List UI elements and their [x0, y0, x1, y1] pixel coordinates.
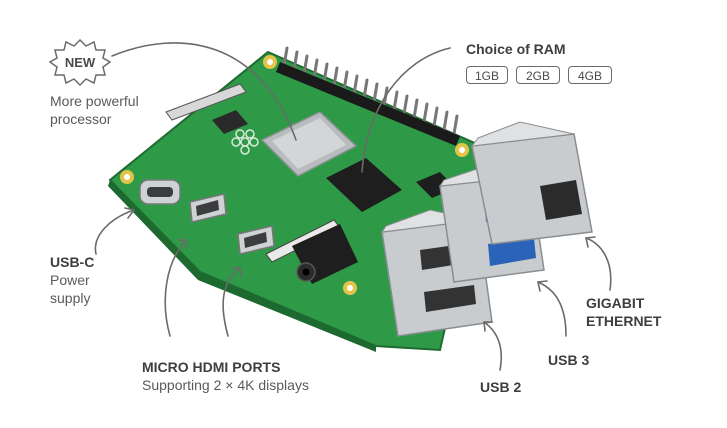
- micro-hdmi-port-1: [189, 193, 227, 223]
- raspberry-logo: [231, 129, 259, 155]
- hdmi-title: MICRO HDMI PORTS: [142, 359, 281, 375]
- processor-chip: [260, 111, 358, 177]
- callout-hdmi-2: [222, 267, 241, 337]
- new-badge-starburst: [48, 38, 112, 87]
- usbc-line-2: supply: [50, 290, 91, 306]
- callout-ethernet: [585, 237, 612, 291]
- processor-label-line-2: processor: [50, 111, 112, 127]
- hdmi-subtitle: Supporting 2 × 4K displays: [142, 377, 309, 393]
- callout-usb3: [537, 281, 567, 337]
- ram-option-2gb: 2GB: [516, 66, 560, 84]
- micro-hdmi-port-2: [237, 225, 275, 255]
- arrowhead: [585, 236, 596, 248]
- arrowhead: [483, 321, 493, 332]
- processor-label-line-1: More powerful: [50, 93, 139, 109]
- ethernet-port: [470, 121, 593, 245]
- arrowhead: [231, 267, 242, 277]
- ram-option-4gb: 4GB: [568, 66, 612, 84]
- arrowhead: [177, 239, 187, 249]
- usb3-label: USB 3: [548, 352, 590, 368]
- ram-chip: [326, 158, 402, 212]
- callout-lines: [94, 42, 612, 371]
- callout-processor: [111, 42, 297, 141]
- callout-usbc: [94, 209, 135, 255]
- callout-hdmi-1: [164, 239, 187, 337]
- audio-jack: [292, 224, 358, 284]
- display-connector: [165, 83, 247, 121]
- arrowhead: [537, 280, 548, 292]
- gpio-header: [282, 46, 459, 136]
- callout-arrowheads: [124, 207, 596, 332]
- usb2-label: USB 2: [480, 379, 522, 395]
- callout-ram: [361, 47, 451, 173]
- arrowhead: [124, 207, 135, 219]
- ethernet-label-line-1: GIGABIT: [586, 295, 645, 311]
- new-badge-text: NEW: [65, 55, 96, 70]
- callout-usb2: [483, 321, 502, 371]
- gpio-base: [276, 62, 460, 146]
- chip: [212, 110, 248, 134]
- usbc-line-1: Power: [50, 272, 90, 288]
- new-badge: NEW: [48, 38, 112, 87]
- ram-title: Choice of RAM: [466, 41, 566, 57]
- usbc-title: USB-C: [50, 254, 95, 270]
- ethernet-label-line-2: ETHERNET: [586, 313, 662, 329]
- usb-c-port: [139, 179, 181, 205]
- ram-option-1gb: 1GB: [466, 66, 508, 84]
